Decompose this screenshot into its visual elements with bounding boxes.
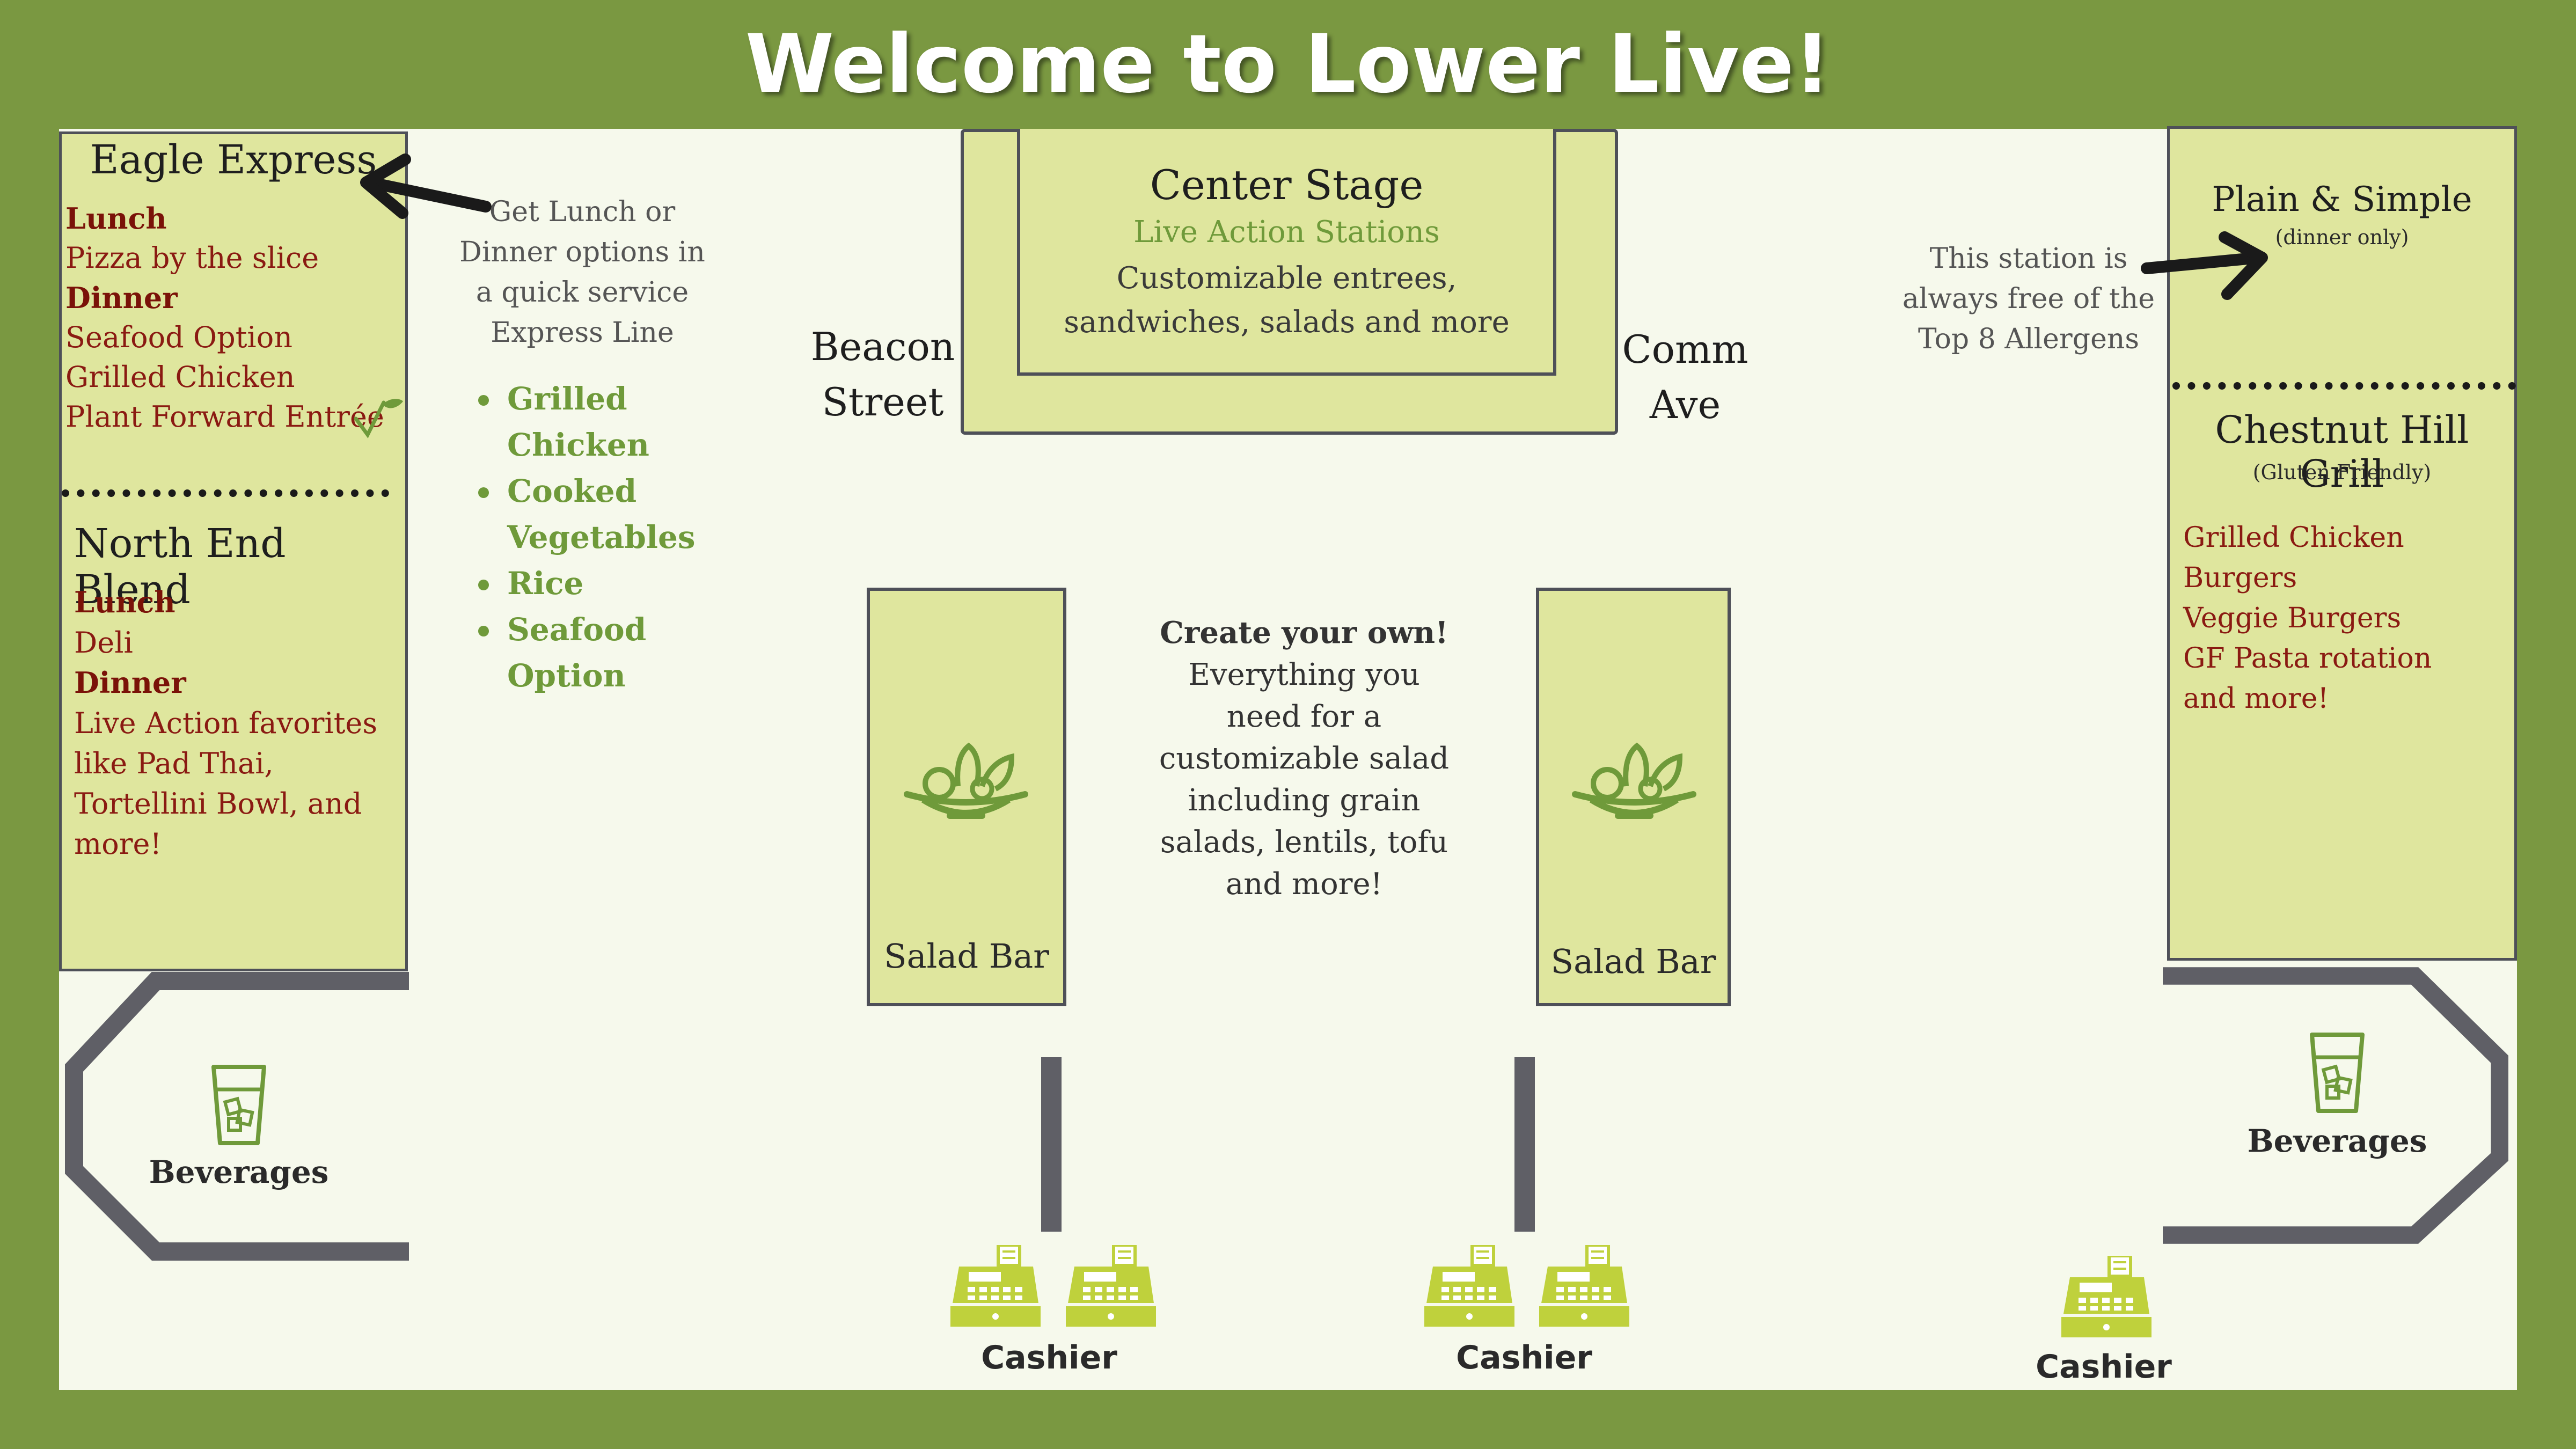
north-end-menu-heading: Dinner [74, 665, 186, 700]
salad-bar-right [1536, 588, 1731, 1006]
center-stage-title: Center Stage [1150, 161, 1424, 209]
cash-register-icon [1424, 1245, 1514, 1327]
cash-register-icon [1066, 1245, 1156, 1327]
salad-bar-left-label: Salad Bar [884, 936, 1049, 976]
cashier-label-2: Cashier [1456, 1339, 1592, 1377]
eagle-express-menu-item: Plant Forward Entrée [65, 400, 384, 434]
chestnut-menu-item: Veggie Burgers [2183, 602, 2402, 634]
page-title: Welcome to Lower Live! [745, 18, 1831, 111]
plain-chestnut-station [2167, 126, 2517, 961]
chestnut-menu-item: GF Pasta rotation [2183, 642, 2432, 675]
eagle-express-menu-heading: Dinner [65, 281, 178, 315]
salad-bowl-icon [1572, 742, 1696, 819]
beverage-area-right-outline [2163, 967, 2508, 1244]
beverage-cup-icon [211, 1065, 266, 1145]
plain-simple-title: Plain & Simple [2212, 180, 2472, 219]
queue-divider-left [1041, 1057, 1062, 1232]
salad-note: Create your own! Everything you need for… [1154, 612, 1454, 905]
eagle-express-menu-item: Seafood Option [65, 320, 292, 354]
center-stage-line1: Live Action Stations [1133, 215, 1440, 250]
cash-register-icon [2061, 1256, 2151, 1337]
salad-note-body: Everything you need for a customizable s… [1159, 657, 1450, 902]
cashier-label-1: Cashier [981, 1339, 1117, 1377]
express-list-item: Seafood Option [475, 606, 700, 699]
station-divider [2172, 382, 2516, 390]
eagle-express-menu-heading: Lunch [65, 201, 167, 236]
center-stage-line2: Customizable entrees, sandwiches, salads… [1064, 261, 1510, 340]
beverage-cup-icon [2310, 1033, 2365, 1113]
eagle-express-menu-item: Pizza by the slice [65, 241, 319, 275]
plain-simple-note: (dinner only) [2275, 225, 2409, 249]
express-note: Get Lunch or Dinner options in a quick s… [459, 196, 705, 349]
chestnut-menu-item: Burgers [2183, 562, 2297, 594]
eagle-express-menu-item: Grilled Chicken [65, 360, 295, 394]
express-list-item: Rice [475, 560, 700, 606]
chestnut-note: (Gluten Friendly) [2252, 460, 2432, 484]
cashier-label-3: Cashier [2036, 1348, 2172, 1386]
beverage-area-left-outline [65, 972, 409, 1261]
station-divider [62, 489, 389, 497]
express-list-item: Grilled Chicken [475, 376, 700, 468]
north-end-menu-heading: Lunch [74, 585, 175, 619]
chestnut-menu-item: Grilled Chicken [2183, 522, 2404, 554]
salad-bar-left [867, 588, 1066, 1006]
salad-note-lead: Create your own! [1160, 615, 1448, 650]
leaf-check-icon [354, 399, 403, 438]
arrow-icon [2141, 231, 2268, 300]
cash-register-icon [1539, 1245, 1629, 1327]
beverages-left-label: Beverages [149, 1154, 329, 1190]
express-list-item: Cooked Vegetables [475, 468, 700, 560]
north-end-menu-item: Deli [74, 626, 133, 660]
beacon-street-label: Beacon Street [810, 324, 955, 425]
north-end-menu-item: Live Action favorites like Pad Thai, Tor… [74, 706, 378, 861]
chestnut-menu-item: and more! [2183, 683, 2329, 715]
eagle-north-station [59, 131, 408, 971]
beverages-right-label: Beverages [2247, 1123, 2427, 1159]
salad-bowl-icon [904, 742, 1028, 819]
queue-divider-right [1514, 1057, 1535, 1232]
eagle-express-title: Eagle Express [90, 137, 377, 183]
allergen-note: This station is always free of the Top 8… [1902, 243, 2155, 355]
center-stage-inner [1017, 129, 1556, 376]
comm-ave-label: Comm Ave [1622, 327, 1748, 427]
salad-bar-right-label: Salad Bar [1550, 942, 1716, 981]
arrow-icon [360, 153, 492, 219]
north-end-title: North End Blend [74, 521, 286, 613]
cash-register-icon [950, 1245, 1041, 1327]
chestnut-title: Chestnut Hill Grill [2215, 408, 2469, 496]
